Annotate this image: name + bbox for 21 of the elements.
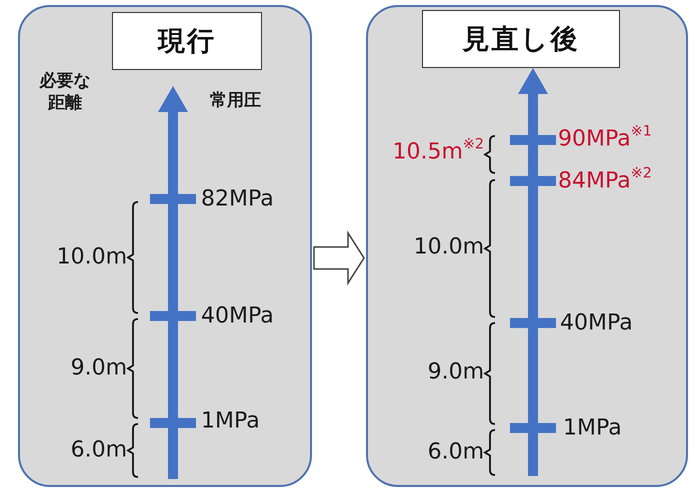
axis-label: 必要な距離 — [38, 70, 92, 114]
distance-label: 10.0m — [414, 234, 484, 260]
distance-label: 6.0m — [428, 440, 484, 464]
pressure-label: 82MPa — [201, 186, 274, 212]
pressure-label: 40MPa — [560, 310, 633, 336]
title-box: 見直し後 — [422, 10, 620, 68]
pressure-label: 40MPa — [201, 304, 274, 328]
hollow-arrow — [313, 230, 365, 286]
pressure-label: 90MPa$^{※1}$ — [558, 126, 652, 152]
pressure-label: 1MPa — [563, 416, 622, 440]
pressure-label: 84MPa$^{※2}$ — [558, 168, 652, 194]
distance-label: 10.5m$^{※2}$ — [392, 140, 484, 164]
distance-label: 9.0m — [70, 356, 127, 380]
axis-label: 常用圧 — [210, 90, 261, 112]
title-box: 現行 — [112, 12, 262, 70]
distance-label: 9.0m — [428, 360, 484, 384]
distance-label: 6.0m — [70, 438, 127, 462]
panel — [18, 5, 312, 487]
distance-label: 10.0m — [56, 244, 127, 270]
panel — [366, 5, 688, 487]
pressure-label: 1MPa — [201, 408, 260, 434]
